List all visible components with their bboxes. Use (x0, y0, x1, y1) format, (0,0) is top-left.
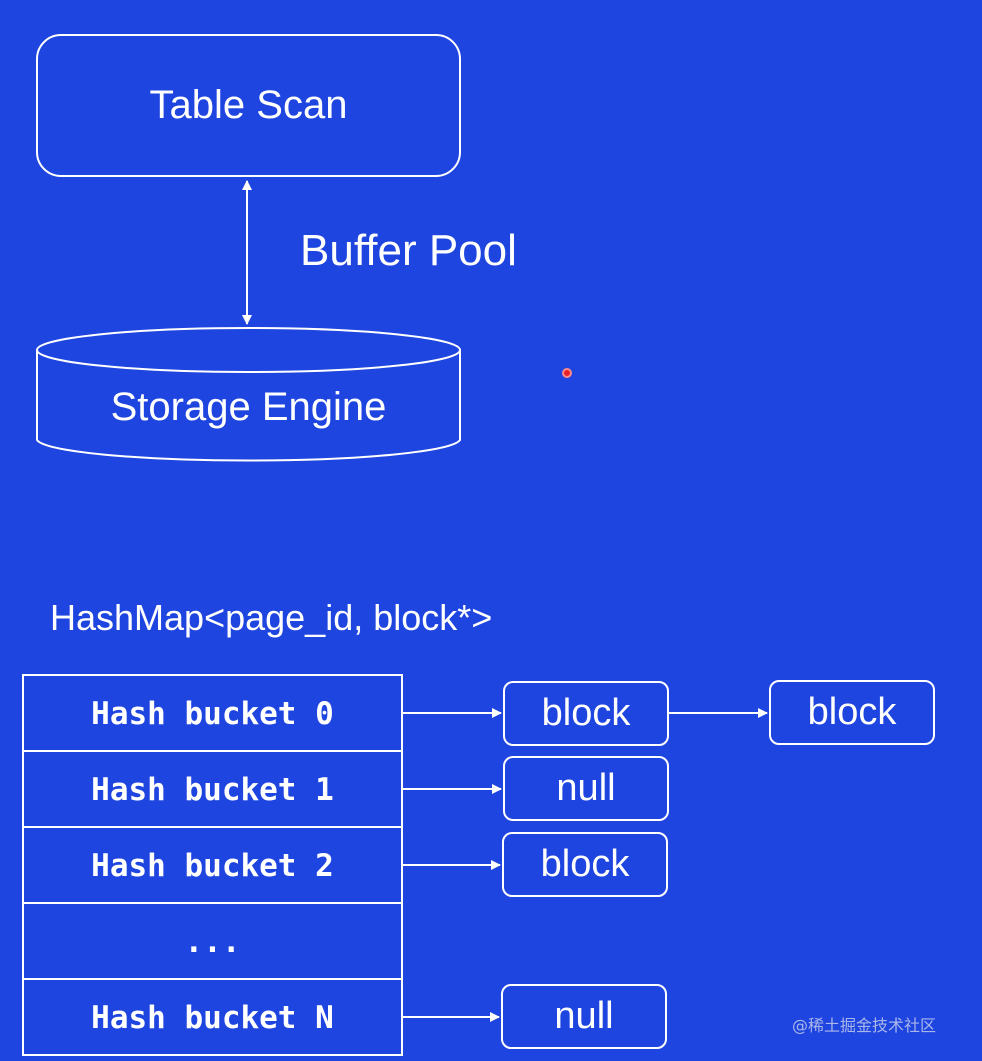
entry-box-bucketN (501, 984, 667, 1049)
hashmap-title: HashMap<page_id, block*> (50, 597, 493, 638)
bucket-label-1: Hash bucket 1 (91, 771, 334, 808)
bucket-label-2: Hash bucket 2 (91, 847, 334, 884)
entry-box-bucket1 (503, 756, 669, 821)
entry-box-bucket0-second (769, 680, 935, 745)
entry-label-bucketN: null (554, 995, 614, 1037)
storage-engine-cylinder (36, 327, 461, 462)
table-scan-label: Table Scan (149, 83, 348, 127)
watermark-text: @稀土掘金技术社区 (792, 1016, 937, 1035)
cursor-dot-icon (562, 368, 572, 378)
entry-box-bucket2 (502, 832, 668, 897)
bucket-label-ellipsis: ... (184, 923, 241, 960)
bucket-label-0: Hash bucket 0 (91, 695, 334, 732)
entry-label-bucket0-first: block (541, 692, 631, 734)
bucket-label-n: Hash bucket N (91, 999, 334, 1036)
entry-label-bucket2: block (540, 843, 630, 885)
buffer-pool-label: Buffer Pool (300, 226, 517, 275)
entry-label-bucket0-second: block (807, 691, 897, 733)
table-scan-box (36, 34, 461, 177)
storage-engine-label: Storage Engine (110, 384, 387, 429)
entry-label-bucket1: null (556, 767, 616, 809)
